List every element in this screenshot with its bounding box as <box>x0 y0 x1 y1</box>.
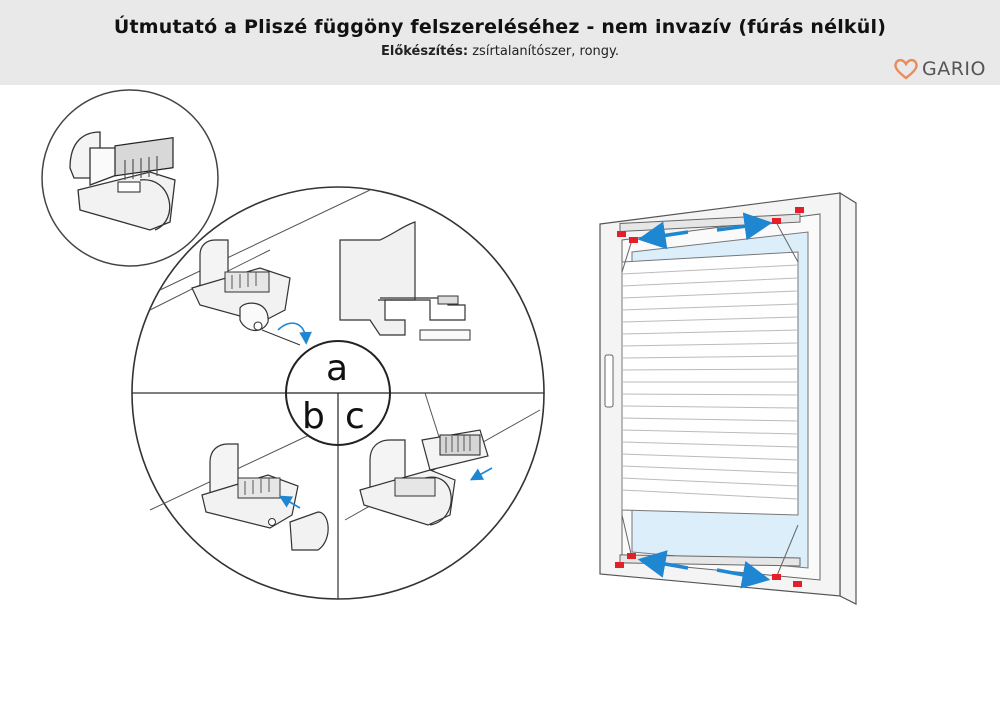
heart-logo-icon <box>894 58 918 80</box>
page-subtitle: Előkészítés: zsírtalanítószer, rongy. <box>0 44 1000 59</box>
header-bar: Útmutató a Pliszé függöny felszereléséhe… <box>0 0 1000 85</box>
blue-arrows <box>637 212 773 589</box>
step-a-bracket <box>191 239 312 346</box>
page-title: Útmutató a Pliszé függöny felszereléséhe… <box>113 16 887 38</box>
step-b-end-cap <box>149 429 329 551</box>
installation-steps-detail: a b c <box>131 186 545 600</box>
prep-text: zsírtalanítószer, rongy. <box>472 44 620 59</box>
label-b: b <box>302 396 325 437</box>
label-c: c <box>345 396 365 437</box>
logo-text: GARIO <box>922 58 986 80</box>
assembled-bracket-detail <box>41 89 219 267</box>
prep-label: Előkészítés: <box>380 44 469 59</box>
red-brackets <box>615 207 804 587</box>
step-a-profile <box>339 221 471 341</box>
step-c-shade-head <box>344 392 541 526</box>
gario-logo: GARIO <box>893 57 986 81</box>
window-illustration <box>599 191 857 605</box>
label-a: a <box>326 348 348 389</box>
